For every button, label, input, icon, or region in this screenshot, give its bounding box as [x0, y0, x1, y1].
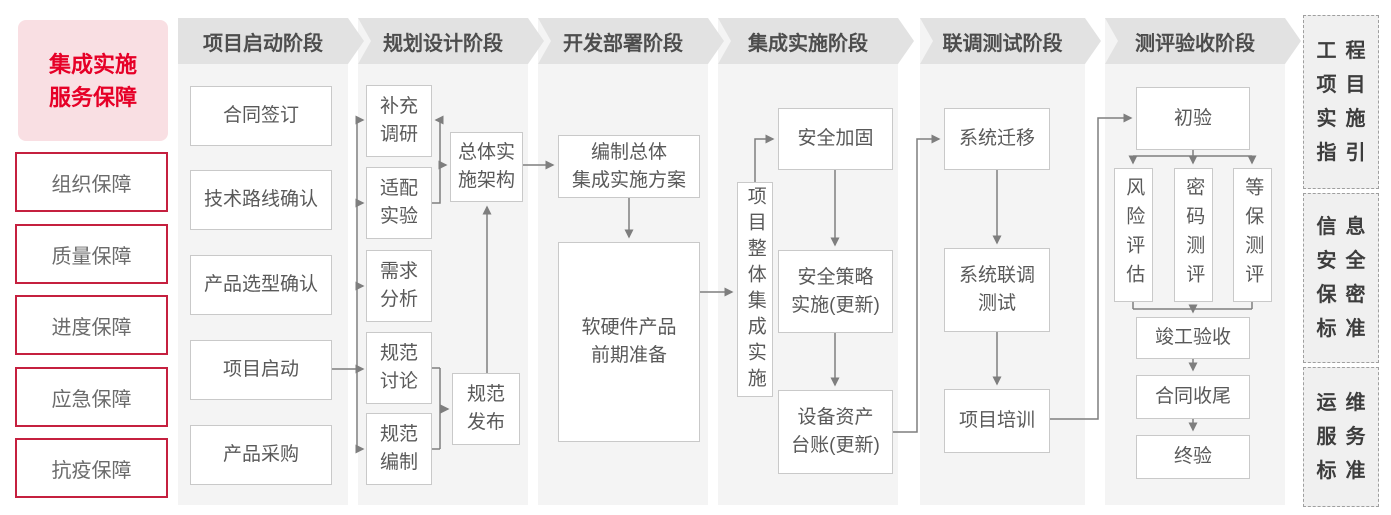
phase-header-integration-implementation: 集成实施阶段: [718, 18, 914, 64]
flow-box-project-training: 项目培训: [944, 389, 1050, 453]
flow-box-overall-implementation-architecture: 总体实 施架构: [450, 132, 523, 202]
sidebar-item-emergency-guarantee: 应急保障: [15, 367, 168, 427]
flow-box-spec-release: 规范 发布: [452, 373, 520, 445]
flow-box-spec-discussion: 规范 讨论: [366, 332, 432, 404]
flow-box-classified-protection-evaluation: 等保测评: [1233, 168, 1272, 302]
flow-box-security-hardening: 安全加固: [778, 108, 893, 170]
flow-box-completion-acceptance: 竣工验收: [1136, 317, 1250, 359]
standard-om-service: 运维 服务 标准: [1303, 367, 1379, 507]
phase-header-label: 集成实施阶段: [748, 32, 868, 55]
flow-box-project-overall-integration: 项目整体集成实施: [737, 182, 773, 397]
flow-box-adaptation-experiment: 适配 实验: [366, 167, 432, 239]
phase-header-evaluation-acceptance: 测评验收阶段: [1105, 18, 1301, 64]
flow-box-tech-route-confirmation: 技术路线确认: [190, 170, 332, 230]
flow-box-risk-assessment: 风险评估: [1114, 168, 1153, 302]
phase-header-label: 规划设计阶段: [383, 32, 503, 55]
sidebar-item-quality-guarantee: 质量保障: [15, 224, 168, 284]
flow-box-requirement-analysis: 需求 分析: [366, 250, 432, 322]
flow-box-security-policy-implementation: 安全策略 实施(更新): [778, 250, 893, 333]
phase-header-label: 测评验收阶段: [1135, 32, 1255, 55]
flow-box-equipment-asset-ledger: 设备资产 台账(更新): [778, 390, 893, 474]
flow-box-supplementary-research: 补充 调研: [366, 85, 432, 157]
phase-header-label: 开发部署阶段: [563, 32, 683, 55]
phase-header-planning-design: 规划设计阶段: [358, 18, 544, 64]
flow-box-contract-signing: 合同签订: [190, 86, 332, 146]
sidebar-item-schedule-guarantee: 进度保障: [15, 295, 168, 355]
flow-box-contract-closure: 合同收尾: [1136, 375, 1250, 419]
phase-header-project-kickoff: 项目启动阶段: [178, 18, 364, 64]
flow-box-preliminary-acceptance: 初验: [1136, 87, 1250, 150]
phase-header-joint-debug-test: 联调测试阶段: [920, 18, 1101, 64]
flow-box-overall-integration-plan: 编制总体 集成实施方案: [558, 135, 700, 198]
flow-box-product-selection-confirmation: 产品选型确认: [190, 255, 332, 315]
flow-box-product-procurement: 产品采购: [190, 425, 332, 485]
phase-header-label: 项目启动阶段: [203, 32, 323, 55]
phase-header-develop-deploy: 开发部署阶段: [538, 18, 724, 64]
flow-box-spec-drafting: 规范 编制: [366, 413, 432, 485]
flow-box-password-evaluation: 密码测评: [1174, 168, 1213, 302]
flow-box-project-kickoff: 项目启动: [190, 340, 332, 400]
flow-box-hw-sw-product-preparation: 软硬件产品 前期准备: [558, 242, 700, 442]
sidebar-item-epidemic-guarantee: 抗疫保障: [15, 438, 168, 498]
standard-project-implementation-guide: 工程 项目 实施 指引: [1303, 15, 1379, 189]
standard-information-security-confidentiality: 信息 安全 保密 标准: [1303, 193, 1379, 363]
flow-box-system-joint-debugging-test: 系统联调 测试: [944, 248, 1050, 332]
phase-header-label: 联调测试阶段: [942, 32, 1063, 55]
sidebar-title-integration-service-guarantee: 集成实施 服务保障: [18, 20, 168, 141]
flow-box-final-acceptance: 终验: [1136, 435, 1250, 479]
sidebar-item-organization-guarantee: 组织保障: [15, 152, 168, 212]
flow-box-system-migration: 系统迁移: [944, 108, 1050, 170]
